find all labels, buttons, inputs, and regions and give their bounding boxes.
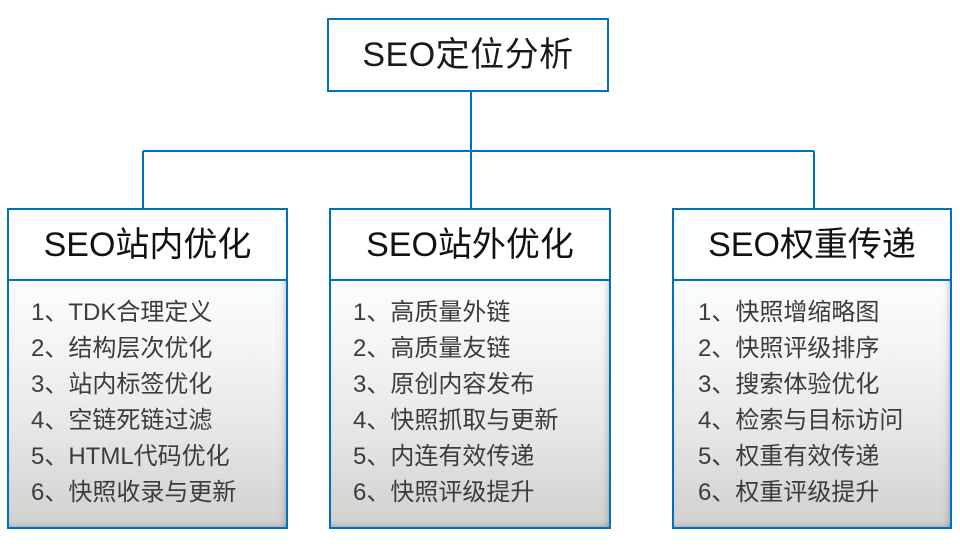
branch-card-seo-onsite[interactable]: SEO站内优化 1、TDK合理定义 2、结构层次优化 3、站内标签优化 4、空链… (7, 208, 288, 529)
root-node[interactable]: SEO定位分析 (327, 18, 609, 92)
branch-card-seo-weight[interactable]: SEO权重传递 1、快照增缩略图 2、快照评级排序 3、搜索体验优化 4、检索与… (672, 208, 952, 529)
list-item: 4、快照抓取与更新 (353, 407, 559, 434)
list-item: 6、快照收录与更新 (31, 479, 237, 506)
list-item: 1、快照增缩略图 (698, 299, 880, 326)
branch-list-1: 1、TDK合理定义 2、结构层次优化 3、站内标签优化 4、空链死链过滤 5、H… (9, 295, 286, 511)
branch-header-2[interactable]: SEO站外优化 (329, 208, 611, 281)
list-item: 2、高质量友链 (353, 335, 511, 362)
branch-body-1: 1、TDK合理定义 2、结构层次优化 3、站内标签优化 4、空链死链过滤 5、H… (7, 281, 288, 529)
list-item: 2、快照评级排序 (698, 335, 880, 362)
list-item: 6、快照评级提升 (353, 479, 535, 506)
branch-list-2: 1、高质量外链 2、高质量友链 3、原创内容发布 4、快照抓取与更新 5、内连有… (331, 295, 609, 511)
list-item: 5、内连有效传递 (353, 443, 535, 470)
list-item: 1、TDK合理定义 (31, 299, 213, 326)
list-item: 5、HTML代码优化 (31, 443, 230, 470)
branch-body-2: 1、高质量外链 2、高质量友链 3、原创内容发布 4、快照抓取与更新 5、内连有… (329, 281, 611, 529)
branch-header-label-3: SEO权重传递 (708, 225, 916, 264)
list-item: 1、高质量外链 (353, 299, 511, 326)
branch-card-seo-offsite[interactable]: SEO站外优化 1、高质量外链 2、高质量友链 3、原创内容发布 4、快照抓取与… (329, 208, 611, 529)
list-item: 4、检索与目标访问 (698, 407, 904, 434)
list-item: 2、结构层次优化 (31, 335, 213, 362)
list-item: 3、站内标签优化 (31, 371, 213, 398)
list-item: 3、搜索体验优化 (698, 371, 880, 398)
branch-list-3: 1、快照增缩略图 2、快照评级排序 3、搜索体验优化 4、检索与目标访问 5、权… (674, 295, 950, 511)
root-node-label: SEO定位分析 (362, 36, 574, 74)
list-item: 5、权重有效传递 (698, 443, 880, 470)
branch-header-label-1: SEO站内优化 (43, 225, 252, 264)
branch-header-1[interactable]: SEO站内优化 (7, 208, 288, 281)
list-item: 6、权重评级提升 (698, 479, 880, 506)
branch-header-label-2: SEO站外优化 (366, 225, 574, 264)
branch-header-3[interactable]: SEO权重传递 (672, 208, 952, 281)
list-item: 4、空链死链过滤 (31, 407, 213, 434)
list-item: 3、原创内容发布 (353, 371, 535, 398)
branch-body-3: 1、快照增缩略图 2、快照评级排序 3、搜索体验优化 4、检索与目标访问 5、权… (672, 281, 952, 529)
